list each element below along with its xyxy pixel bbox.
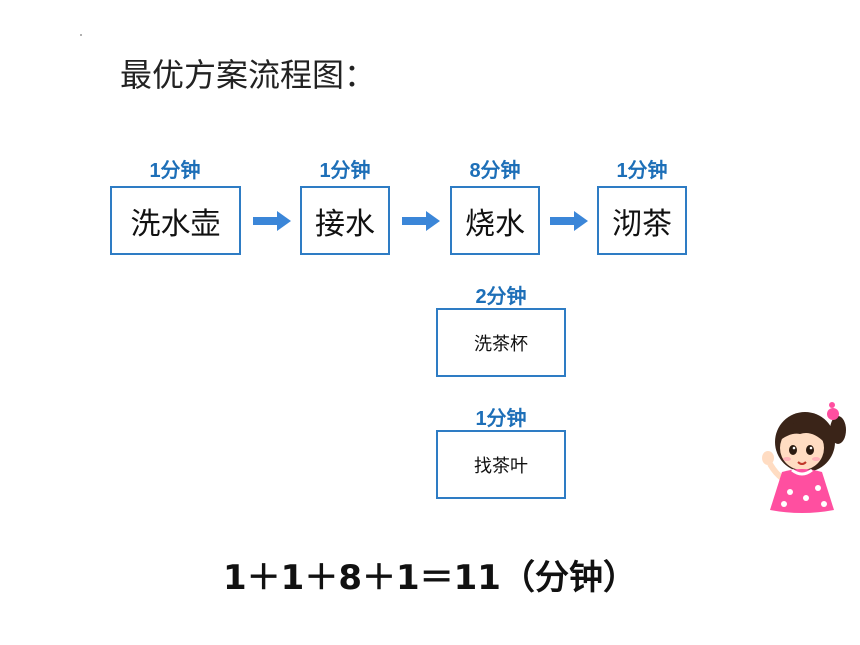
parallel-time-1: 2分钟 [475, 286, 527, 308]
decorative-dot [80, 34, 82, 36]
right-arrow-icon [253, 211, 291, 231]
task-box-wash-cups: 洗茶杯 [436, 308, 566, 377]
right-arrow-icon [550, 211, 588, 231]
step-time-1: 1分钟 [149, 160, 201, 182]
girl-illustration [762, 402, 846, 513]
task-box-find-tea: 找茶叶 [436, 430, 566, 499]
step-time-2: 1分钟 [319, 160, 371, 182]
right-arrow-icon [402, 211, 440, 231]
step-time-3: 8分钟 [469, 160, 521, 182]
total-time-formula: 1＋1＋8＋1＝11（分钟） [223, 558, 637, 598]
page-title: 最优方案流程图： [120, 56, 377, 94]
step-time-4: 1分钟 [616, 160, 668, 182]
step-box-brew-tea: 沏茶 [597, 186, 687, 255]
step-box-fetch-water: 接水 [300, 186, 390, 255]
step-box-wash-kettle: 洗水壶 [110, 186, 241, 255]
step-box-boil-water: 烧水 [450, 186, 540, 255]
parallel-time-2: 1分钟 [475, 408, 527, 430]
